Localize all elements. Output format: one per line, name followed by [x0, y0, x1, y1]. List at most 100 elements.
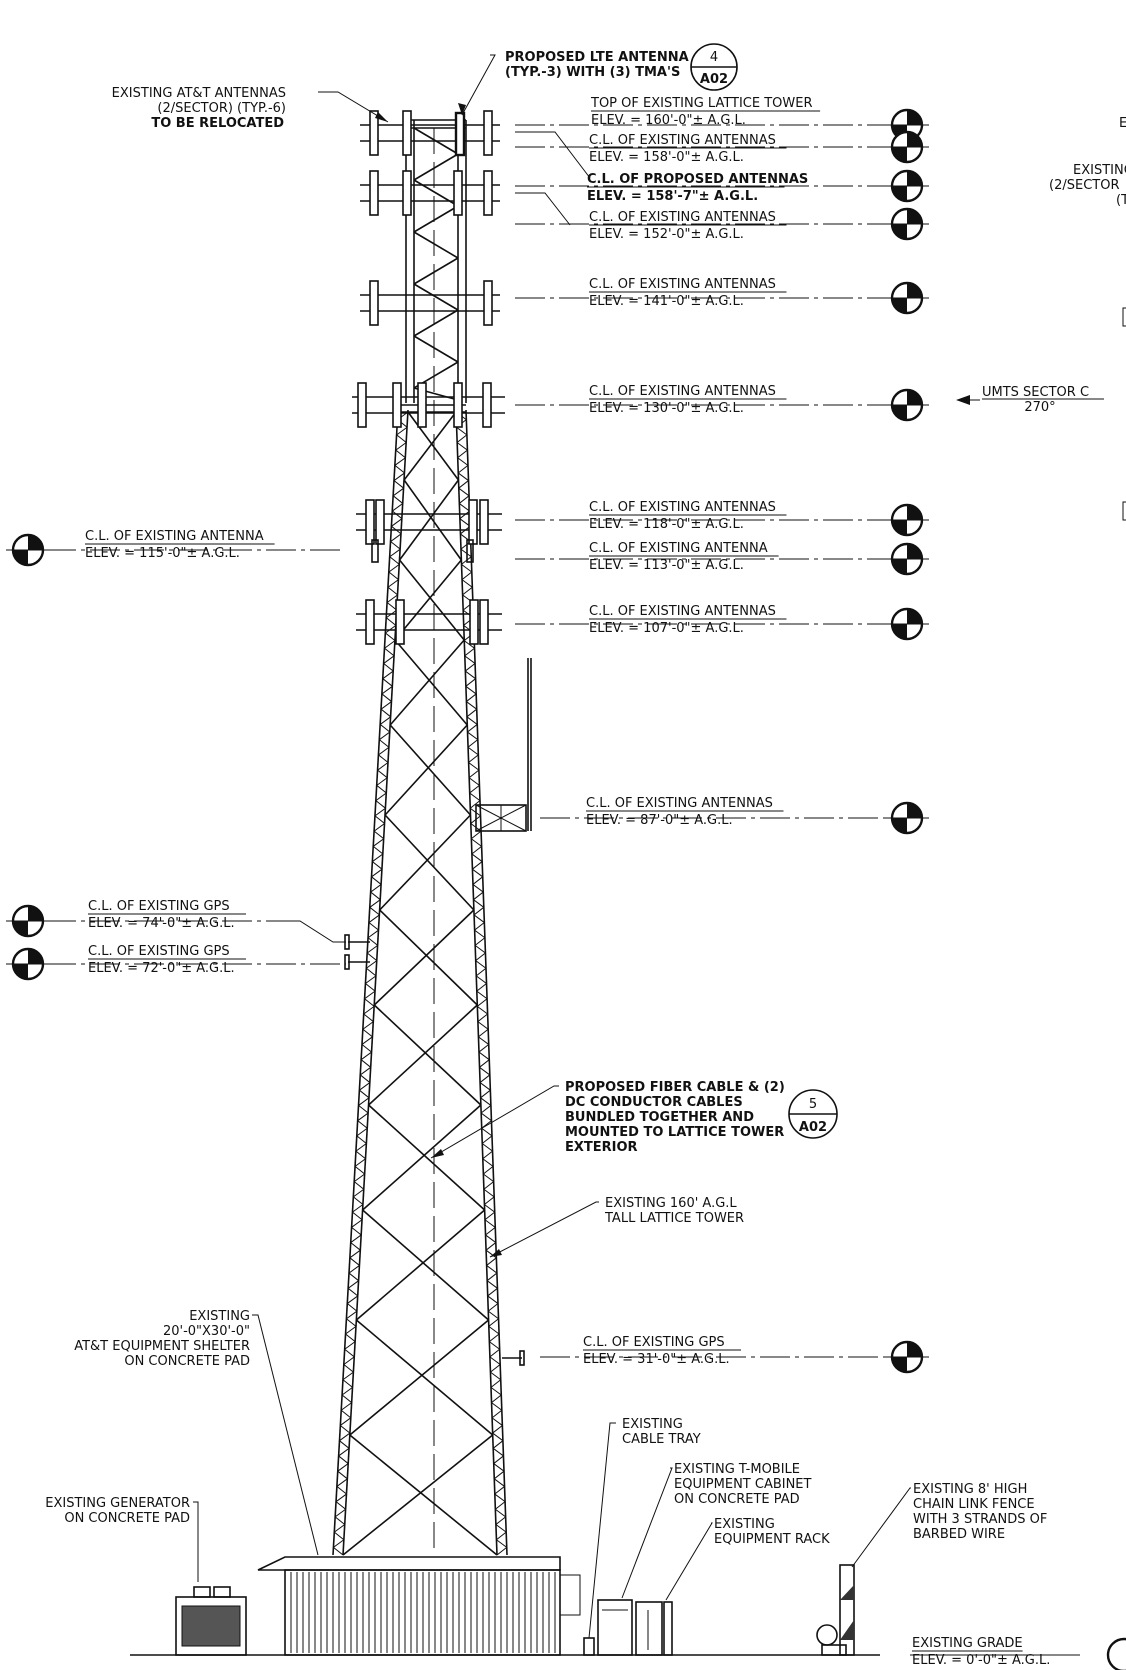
svg-text:DC CONDUCTOR CABLES: DC CONDUCTOR CABLES [565, 1095, 743, 1110]
generator [175, 1586, 247, 1656]
svg-text:WITH 3 STRANDS OF: WITH 3 STRANDS OF [913, 1512, 1047, 1527]
svg-text:ON CONCRETE PAD: ON CONCRETE PAD [674, 1492, 800, 1507]
callout-fence: EXISTING 8' HIGH CHAIN LINK FENCE WITH 3… [913, 1482, 1047, 1542]
detail-ref-5-a02: 5 A02 [788, 1089, 838, 1139]
svg-text:PROPOSED FIBER CABLE & (2): PROPOSED FIBER CABLE & (2) [565, 1080, 785, 1095]
equipment-shelter [257, 1556, 581, 1656]
elevation-marker-10: C.L. OF EXISTING GPS ELEV. = 31'-0"± A.G.… [540, 1335, 929, 1374]
gps-unit-31 [502, 1350, 525, 1366]
svg-text:BUNDLED TOGETHER AND: BUNDLED TOGETHER AND [565, 1110, 754, 1125]
svg-text:EXISTING T-MOBILE: EXISTING T-MOBILE [674, 1462, 800, 1477]
svg-text:EXISTING: EXISTING [189, 1309, 250, 1324]
callout-existing-att: EXISTING AT&T ANTENNAS (2/SECTOR) (TYP.-… [112, 86, 286, 131]
svg-text:BARBED WIRE: BARBED WIRE [913, 1527, 1005, 1542]
tmobile-cabinet [597, 1599, 633, 1656]
svg-text:EXISTING 160' A.G.L: EXISTING 160' A.G.L [605, 1196, 737, 1211]
chain-link-fence [816, 1564, 855, 1656]
elevation-value: ELEV. = 115'-0"± A.G.L. [85, 546, 240, 561]
elevation-title: C.L. OF EXISTING GPS [88, 899, 230, 914]
svg-text:CABLE TRAY: CABLE TRAY [622, 1432, 701, 1447]
elevation-title: EXISTING GRADE [912, 1636, 1023, 1651]
elevation-marker-11: C.L. OF EXISTING ANTENNA ELEV. = 115'-0"±… [6, 529, 340, 567]
callout-generator: EXISTING GENERATOR ON CONCRETE PAD [45, 1496, 190, 1526]
svg-text:CHAIN LINK FENCE: CHAIN LINK FENCE [913, 1497, 1035, 1512]
umts-sector-label: UMTS SECTOR C 270° [982, 385, 1104, 415]
equipment-rack [635, 1601, 673, 1656]
antenna-arrays [352, 110, 505, 645]
elevation-title: C.L. OF EXISTING ANTENNA [85, 529, 264, 544]
callout-fiber-cable: PROPOSED FIBER CABLE & (2) DC CONDUCTOR … [565, 1080, 785, 1155]
detail-ref-4-a02: 4 A02 [690, 43, 738, 91]
svg-text:(T: (T [1116, 193, 1126, 208]
callout-proposed-lte: PROPOSED LTE ANTENNA (TYP.-3) WITH (3) T… [505, 50, 689, 80]
elevation-value: ELEV. = 158'-0"± A.G.L. [589, 150, 744, 165]
elevation-marker-6: C.L. OF EXISTING ANTENNAS ELEV. = 118'-0"… [515, 500, 929, 537]
elevation-value: ELEV. = 118'-0"± A.G.L. [589, 517, 744, 532]
elevation-title: C.L. OF EXISTING ANTENNAS [589, 210, 776, 225]
elevation-marker-8: C.L. OF EXISTING ANTENNAS ELEV. = 107'-0"… [515, 604, 929, 641]
svg-text:EXISTING: EXISTING [622, 1417, 683, 1432]
svg-text:A02: A02 [799, 1120, 827, 1135]
elevation-value: ELEV. = 31'-0"± A.G.L. [583, 1352, 730, 1367]
elevation-value: ELEV. = 72'-0"± A.G.L. [88, 961, 235, 976]
elevation-value: ELEV. = 0'-0"± A.G.L. [912, 1653, 1050, 1668]
svg-text:20'-0"X30'-0": 20'-0"X30'-0" [163, 1324, 250, 1339]
elevation-value: ELEV. = 87'-0"± A.G.L. [586, 813, 733, 828]
svg-text:(TYP.-3) WITH (3) TMA'S: (TYP.-3) WITH (3) TMA'S [505, 65, 680, 80]
elevation-title: C.L. OF EXISTING ANTENNAS [589, 133, 776, 148]
elevation-title: C.L. OF PROPOSED ANTENNAS [587, 172, 808, 187]
elevation-marker-0: TOP OF EXISTING LATTICE TOWER ELEV. = 160… [515, 96, 929, 142]
svg-text:4: 4 [710, 50, 718, 65]
elevation-markers: TOP OF EXISTING LATTICE TOWER ELEV. = 160… [6, 96, 1126, 1670]
svg-text:MOUNTED TO LATTICE TOWER: MOUNTED TO LATTICE TOWER [565, 1125, 784, 1140]
elevation-title: C.L. OF EXISTING GPS [88, 944, 230, 959]
lattice-tower [332, 119, 508, 1556]
svg-text:ON CONCRETE PAD: ON CONCRETE PAD [124, 1354, 250, 1369]
svg-text:EXISTING: EXISTING [1073, 163, 1126, 178]
elevation-title: C.L. OF EXISTING ANTENNAS [589, 500, 776, 515]
elevation-title: C.L. OF EXISTING ANTENNAS [586, 796, 773, 811]
svg-text:EXISTING 8' HIGH: EXISTING 8' HIGH [913, 1482, 1027, 1497]
elevation-marker-5: C.L. OF EXISTING ANTENNAS ELEV. = 130'-0"… [515, 384, 929, 422]
antenna-stub-113-right [466, 539, 474, 563]
svg-text:E: E [1119, 116, 1126, 131]
svg-text:EXISTING AT&T ANTENNAS: EXISTING AT&T ANTENNAS [112, 86, 286, 101]
proposed-lte-antenna [454, 111, 466, 157]
elevation-marker-4: C.L. OF EXISTING ANTENNAS ELEV. = 141'-0"… [515, 277, 929, 315]
svg-text:ON CONCRETE PAD: ON CONCRETE PAD [64, 1511, 190, 1526]
svg-text:270°: 270° [1024, 400, 1055, 415]
elevation-title: C.L. OF EXISTING GPS [583, 1335, 725, 1350]
svg-text:5: 5 [809, 1097, 817, 1112]
leader-lines [193, 54, 980, 1639]
callout-lattice-tower: EXISTING 160' A.G.L TALL LATTICE TOWER [604, 1196, 744, 1226]
elevation-marker-13: C.L. OF EXISTING GPS ELEV. = 72'-0"± A.G.… [6, 944, 346, 981]
elevation-value: ELEV. = 113'-0"± A.G.L. [589, 558, 744, 573]
cable-tray [583, 1637, 595, 1656]
svg-text:(2/SECTOR: (2/SECTOR [1049, 178, 1119, 193]
svg-text:EXTERIOR: EXTERIOR [565, 1140, 638, 1155]
elevation-marker-2: C.L. OF PROPOSED ANTENNAS ELEV. = 158'-7"… [515, 169, 929, 204]
antenna-stub-113-left [371, 539, 379, 563]
elevation-marker-14: EXISTING GRADE ELEV. = 0'-0"± A.G.L. [910, 1636, 1126, 1670]
elevation-title: C.L. OF EXISTING ANTENNAS [589, 384, 776, 399]
callout-cable-tray: EXISTING CABLE TRAY [622, 1417, 701, 1447]
svg-text:A02: A02 [700, 72, 728, 87]
elevation-marker-7: C.L. OF EXISTING ANTENNA ELEV. = 113'-0"±… [515, 541, 929, 576]
svg-text:(2/SECTOR) (TYP.-6): (2/SECTOR) (TYP.-6) [157, 101, 286, 116]
elevation-title: C.L. OF EXISTING ANTENNAS [589, 277, 776, 292]
elevation-title: C.L. OF EXISTING ANTENNA [589, 541, 768, 556]
elevation-value: ELEV. = 107'-0"± A.G.L. [589, 621, 744, 636]
elevation-marker-1: C.L. OF EXISTING ANTENNAS ELEV. = 158'-0"… [515, 130, 929, 165]
elevation-title: C.L. OF EXISTING ANTENNAS [589, 604, 776, 619]
elevation-value: ELEV. = 152'-0"± A.G.L. [589, 227, 744, 242]
elevation-value: ELEV. = 158'-7"± A.G.L. [587, 189, 758, 204]
elevation-value: ELEV. = 141'-0"± A.G.L. [589, 294, 744, 309]
svg-text:UMTS SECTOR C: UMTS SECTOR C [982, 385, 1089, 400]
elevation-value: ELEV. = 160'-0"± A.G.L. [591, 113, 746, 128]
elevation-title: TOP OF EXISTING LATTICE TOWER [590, 96, 813, 111]
svg-text:AT&T EQUIPMENT SHELTER: AT&T EQUIPMENT SHELTER [74, 1339, 250, 1354]
elevation-marker-3: C.L. OF EXISTING ANTENNAS ELEV. = 152'-0"… [515, 207, 929, 242]
elevation-value: ELEV. = 130'-0"± A.G.L. [589, 401, 744, 416]
